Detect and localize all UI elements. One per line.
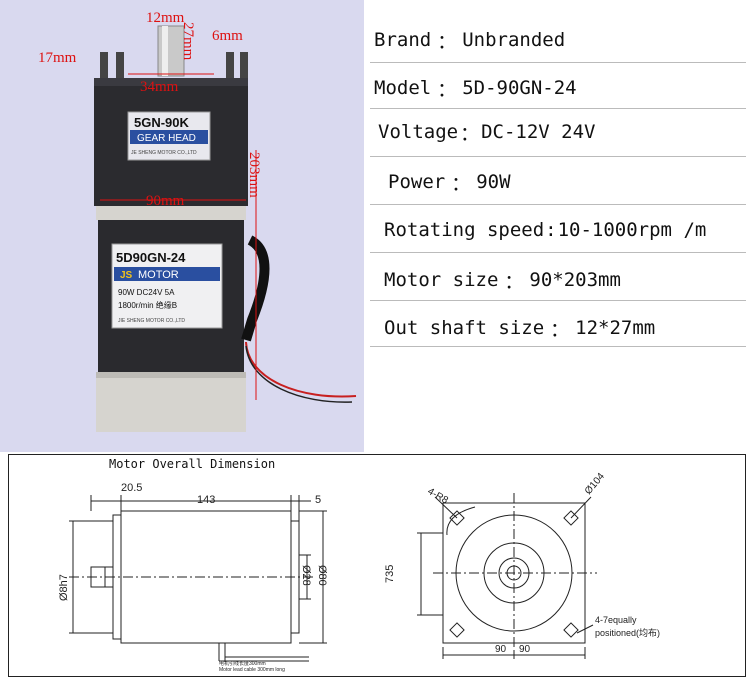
shaft-len-label: 27mm (180, 22, 196, 61)
spec-label: Power (388, 171, 446, 193)
motor-brand-word: MOTOR (138, 269, 179, 281)
spec-row-voltage: Voltage ： DC-12V 24V (378, 110, 750, 154)
spec-row-model: Model ： 5D-90GN-24 (374, 66, 750, 110)
spec-label: Brand (374, 29, 432, 51)
dim-front-height: 735 (384, 565, 396, 583)
spec-value: DC-12V 24V (481, 121, 596, 143)
top-width-label: 34mm (140, 79, 179, 95)
dim-side-143: 143 (197, 494, 215, 506)
dim-side-5: 5 (315, 494, 321, 506)
spec-label: Rotating speed (384, 219, 545, 241)
dim-side-20-5: 20.5 (121, 482, 142, 494)
dim-pcd: Ø104 (583, 471, 607, 497)
spec-separator: ： (460, 122, 480, 145)
drawing-title: Motor Overall Dimension (109, 457, 276, 471)
dim-outer-dia: Ø80 (316, 565, 328, 586)
spec-label: Voltage (378, 121, 459, 143)
lead-note-cn: 电机引线长度300mm (219, 660, 266, 667)
spec-divider (370, 300, 746, 301)
spec-separator: ： (437, 78, 457, 101)
spec-label: Out shaft size (384, 317, 545, 339)
spec-table: Brand ： Unbranded Model ： 5D-90GN-24 Vol… (364, 0, 750, 452)
holes-note-line1: 4-7equally (595, 615, 637, 625)
spec-label: Model (374, 77, 432, 99)
motor-spec-line1: 90W DC24V 5A (118, 288, 175, 297)
photo-dimension-labels: 12mm 27mm 6mm 17mm 34mm 90mm 203mm 5GN-9… (38, 10, 262, 324)
dim-holes: 4-R8 (426, 486, 451, 507)
spec-value: 10-1000rpm /m (557, 219, 707, 241)
spec-divider (370, 252, 746, 253)
spec-separator: ： (451, 172, 471, 195)
holes-note-line2: positioned(均布) (595, 627, 660, 638)
spec-value: 12*27mm (575, 317, 656, 339)
spec-value: 5D-90GN-24 (462, 77, 577, 99)
product-photo: 12mm 27mm 6mm 17mm 34mm 90mm 203mm 5GN-9… (0, 0, 364, 452)
spec-label: Motor size (384, 269, 499, 291)
bolt-right-label: 6mm (212, 28, 243, 44)
motor-spec-line2: 1800r/min 绝缘B (118, 300, 177, 310)
dimension-drawing: Motor Overall Dimension (8, 454, 746, 677)
shaft-dia-label: 12mm (146, 10, 185, 26)
spec-divider (370, 108, 746, 109)
spec-separator: ： (504, 270, 524, 293)
spec-value: 90*203mm (529, 269, 621, 291)
gearhead-subtitle: GEAR HEAD (137, 133, 196, 144)
spec-separator: ： (437, 30, 457, 53)
spec-separator: : (545, 219, 557, 241)
dim-front-width-left: 90 (495, 644, 507, 655)
motor-brand: JS (120, 270, 133, 281)
dim-inner-dia: Ø28 (300, 565, 312, 586)
spec-row-power: Power ： 90W (388, 160, 750, 204)
spec-divider (370, 156, 746, 157)
drawing-svg: 20.5 143 5 Ø8h7 Ø28 Ø80 电机引线长度300mm Moto… (58, 471, 660, 673)
spec-value: Unbranded (462, 29, 566, 51)
spec-separator: ： (550, 318, 570, 341)
motor-illustration (94, 25, 357, 432)
lead-note-en: Motor lead cable 300mm long (219, 667, 285, 673)
spec-row-speed: Rotating speed : 10-1000rpm /m (384, 208, 750, 252)
spec-value: 90W (476, 171, 511, 193)
motor-model: 5D90GN-24 (116, 250, 186, 265)
dim-shaft-dia: Ø8h7 (58, 574, 70, 601)
gearhead-maker: JE SHENG MOTOR CO.,LTD (131, 150, 197, 156)
spec-divider (370, 62, 746, 63)
spec-row-shaft-size: Out shaft size ： 12*27mm (384, 306, 750, 350)
spec-row-brand: Brand ： Unbranded (374, 18, 750, 62)
spec-divider (370, 204, 746, 205)
motor-maker: JIE SHENG MOTOR CO.,LTD (118, 318, 185, 324)
bolt-left-label: 17mm (38, 50, 77, 66)
spec-row-motor-size: Motor size ： 90*203mm (384, 258, 750, 302)
height-label: 203mm (246, 152, 262, 198)
spec-divider (370, 346, 746, 347)
body-width-label: 90mm (146, 193, 185, 209)
gearhead-model: 5GN-90K (134, 115, 190, 130)
dim-front-width-right: 90 (519, 644, 531, 655)
